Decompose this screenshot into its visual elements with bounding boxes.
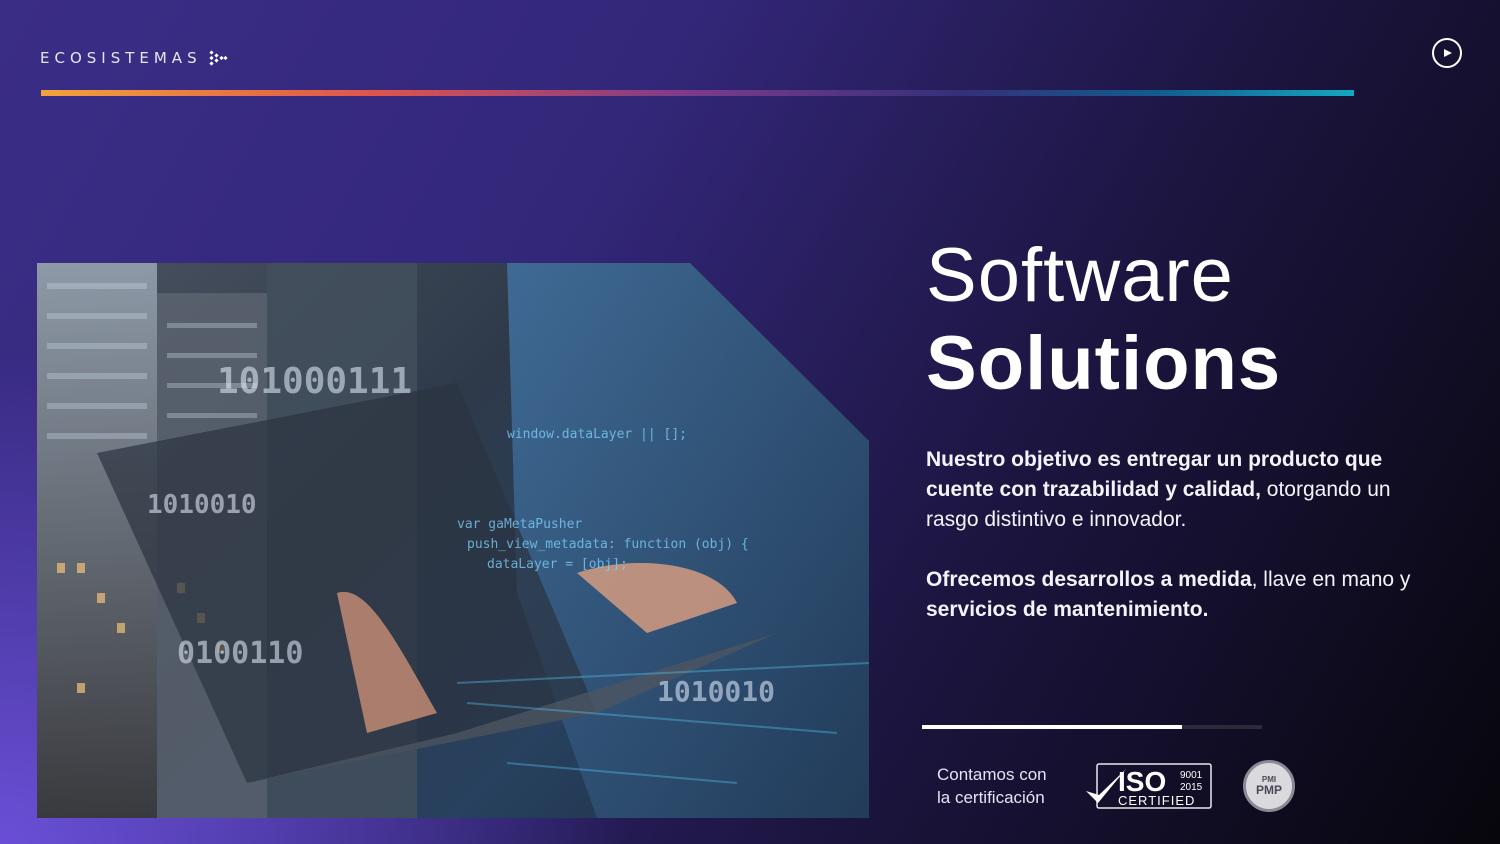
code-line: window.dataLayer || []; bbox=[507, 427, 687, 442]
headline-solutions: Solutions bbox=[926, 321, 1282, 406]
brand-logo[interactable]: ECOSISTEMAS bbox=[40, 48, 230, 68]
pmp-badge: PMI PMP bbox=[1243, 760, 1295, 812]
iso-year: 2015 bbox=[1180, 782, 1203, 793]
slide-progress-bar bbox=[922, 725, 1262, 729]
description-paragraph-2: Ofrecemos desarrollos a medida, llave en… bbox=[926, 565, 1426, 625]
pmi-label: PMI bbox=[1261, 775, 1277, 784]
iso-9001-badge: ISO 9001 2015 CERTIFIED bbox=[1086, 763, 1212, 809]
iso-certified: CERTIFIED bbox=[1118, 793, 1195, 808]
play-button[interactable] bbox=[1432, 38, 1462, 68]
paragraph-2-bold-2: servicios de mantenimiento. bbox=[926, 598, 1209, 621]
description-paragraph-1: Nuestro objetivo es entregar un producto… bbox=[926, 445, 1426, 535]
pmp-label: PMP bbox=[1255, 783, 1282, 797]
headline-software: Software bbox=[926, 233, 1234, 318]
certification-line-1: Contamos con bbox=[937, 765, 1047, 784]
certification-text: Contamos con la certificación bbox=[937, 763, 1047, 809]
binary-overlay: 0100110 bbox=[177, 636, 303, 671]
brand-name: ECOSISTEMAS bbox=[40, 49, 202, 67]
binary-overlay: 1010010 bbox=[147, 490, 257, 520]
code-line: dataLayer = [obj]; bbox=[487, 557, 628, 572]
paragraph-1-bold: Nuestro objetivo es entregar un producto… bbox=[926, 448, 1383, 501]
hero-image: window.dataLayer || []; var gaMetaPusher… bbox=[37, 263, 869, 818]
chevron-dots-icon bbox=[208, 50, 228, 66]
iso-label: ISO bbox=[1118, 766, 1166, 797]
slide-progress-fill bbox=[922, 725, 1183, 729]
accent-gradient-bar bbox=[41, 90, 1354, 96]
iso-number: 9001 bbox=[1180, 770, 1203, 781]
certification-line-2: la certificación bbox=[937, 788, 1045, 807]
binary-overlay: 1010010 bbox=[657, 675, 775, 708]
code-line: push_view_metadata: function (obj) { bbox=[467, 537, 749, 552]
binary-overlay: 101000111 bbox=[217, 361, 412, 402]
paragraph-1-regular: otorgando un rasgo distintivo e innovado… bbox=[926, 478, 1391, 531]
play-icon bbox=[1444, 49, 1452, 57]
paragraph-2-bold-1: Ofrecemos desarrollos a medida bbox=[926, 568, 1252, 591]
paragraph-2-regular: , llave en mano y bbox=[1251, 568, 1411, 591]
code-line: var gaMetaPusher bbox=[457, 517, 582, 532]
